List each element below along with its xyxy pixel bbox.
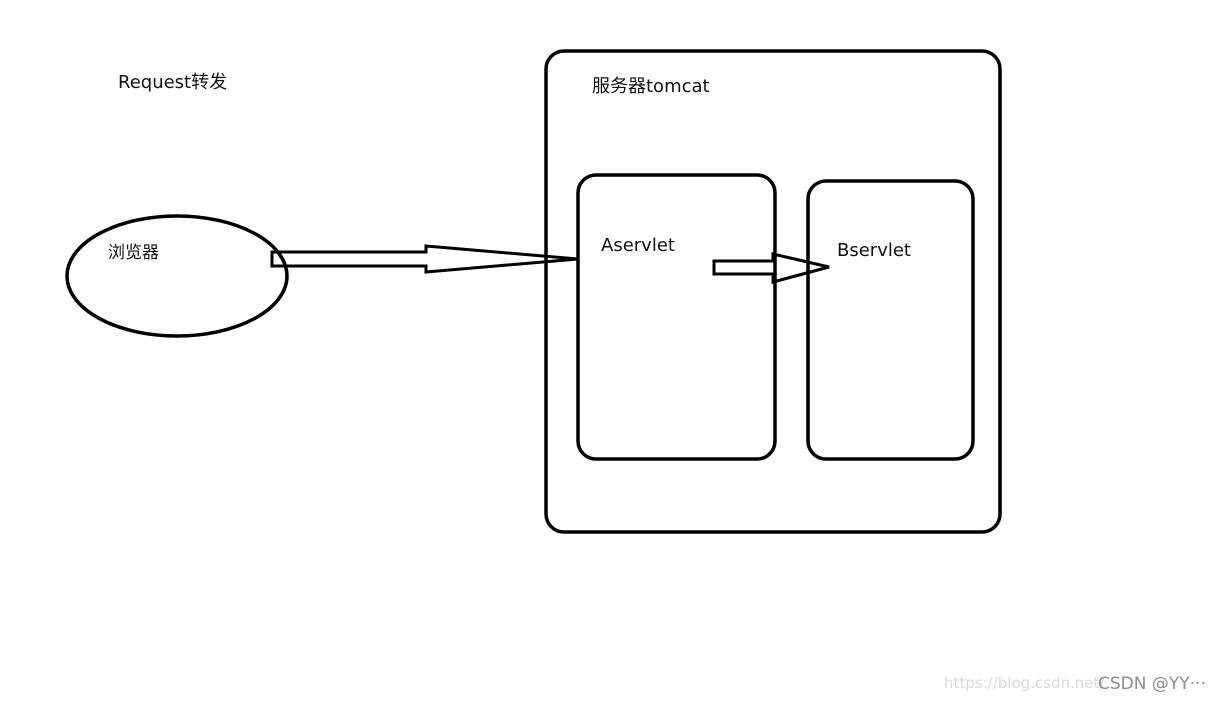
bservlet-box (806, 179, 975, 461)
diagram-title: Request转发 (118, 72, 228, 93)
browser-label: 浏览器 (108, 243, 159, 263)
aservlet-label: Aservlet (601, 235, 675, 256)
server-box (544, 49, 1002, 534)
request-arrow (270, 244, 579, 274)
server-label: 服务器tomcat (592, 76, 710, 97)
aservlet-box (576, 173, 777, 461)
bservlet-label: Bservlet (837, 240, 911, 261)
forward-arrow (712, 252, 830, 284)
watermark-url: https://blog.csdn.net/ (944, 674, 1105, 692)
browser-ellipse (65, 214, 289, 338)
watermark-brand: CSDN @YY··· (1098, 674, 1206, 694)
